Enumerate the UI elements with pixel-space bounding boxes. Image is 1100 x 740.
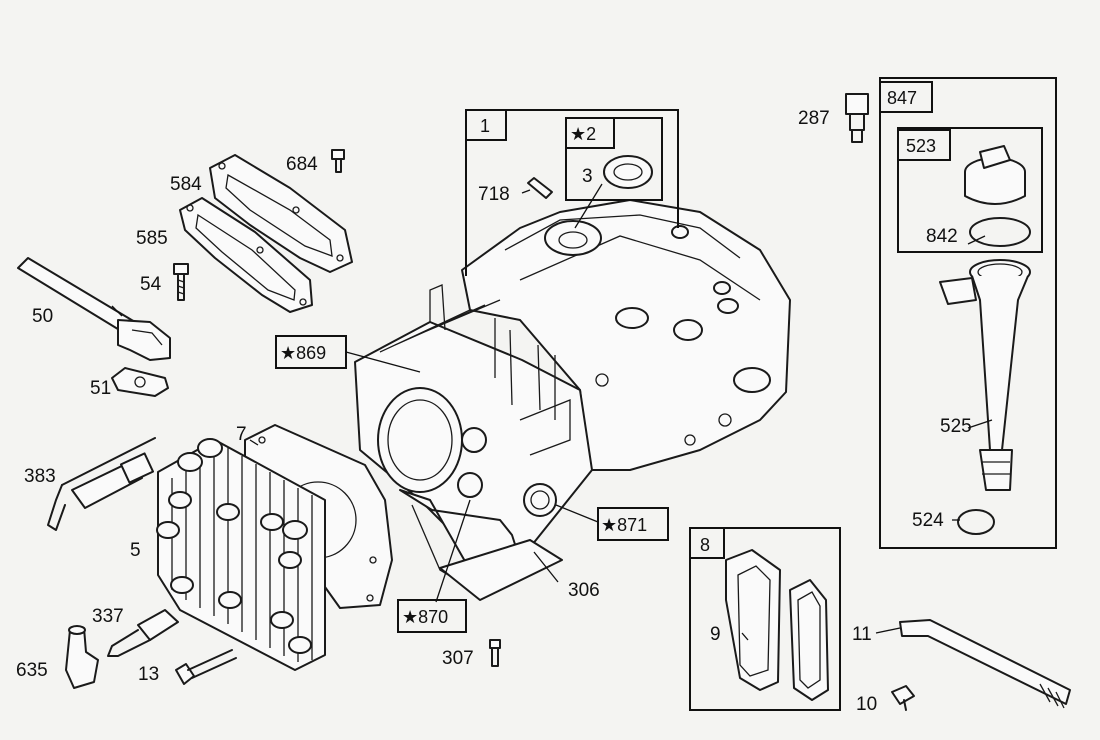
label-part-524: 524 — [912, 510, 944, 531]
label-part-584: 584 — [170, 174, 202, 195]
label-part-870: ★870 — [402, 607, 448, 627]
label-part-3: 3 — [582, 166, 593, 187]
box-8-outline — [689, 527, 841, 711]
label-part-5: 5 — [130, 540, 141, 561]
bolt-10 — [891, 685, 915, 711]
label-part-10: 10 — [856, 694, 877, 715]
breather-383 — [47, 437, 156, 531]
label-part-51: 51 — [90, 378, 111, 399]
cylinder-block — [354, 199, 791, 586]
bolt-307 — [489, 639, 501, 667]
dipstick-tube-50 — [17, 257, 171, 361]
label-part-842: 842 — [926, 226, 958, 247]
gasket-585 — [179, 197, 313, 313]
label-part-523: 523 — [906, 136, 936, 156]
label-part-2: ★2 — [570, 124, 596, 144]
label-part-7: 7 — [236, 424, 247, 445]
gasket-51 — [111, 367, 169, 397]
callout-box-871 — [597, 507, 669, 541]
bolt-54 — [173, 263, 189, 301]
box-847-outline — [879, 77, 1057, 549]
label-part-871: ★871 — [601, 515, 647, 535]
gasket-584 — [209, 154, 353, 273]
o-ring-524 — [957, 509, 995, 535]
callout-box-870 — [397, 599, 467, 633]
label-part-50: 50 — [32, 306, 53, 327]
spark-plug-337 — [107, 609, 179, 657]
label-part-684: 684 — [286, 154, 318, 175]
label-part-287: 287 — [798, 108, 830, 129]
label-part-307: 307 — [442, 648, 474, 669]
box-2-outline — [565, 117, 663, 201]
pin-718 — [527, 177, 553, 199]
label-part-8: 8 — [700, 535, 710, 555]
bolt-684 — [331, 149, 345, 173]
box-1-outline — [465, 109, 679, 276]
label-part-847: 847 — [887, 88, 917, 108]
bolt-13 — [175, 649, 237, 685]
label-part-635: 635 — [16, 660, 48, 681]
label-part-383: 383 — [24, 466, 56, 487]
label-part-337: 337 — [92, 606, 124, 627]
label-part-11: 11 — [852, 624, 872, 645]
label-part-54: 54 — [140, 274, 162, 295]
label-part-306: 306 — [568, 580, 600, 601]
breather-cover-8 — [789, 579, 829, 701]
label-part-585: 585 — [136, 228, 168, 249]
dipstick-cap-523 — [964, 145, 1026, 205]
gasket-9 — [725, 549, 781, 691]
box-523-outline — [897, 127, 1043, 253]
plug-287 — [845, 93, 869, 143]
label-part-13: 13 — [138, 664, 159, 685]
label-part-9: 9 — [710, 624, 721, 645]
dipstick-tube-525 — [939, 259, 1031, 491]
spark-plug-boot-635 — [65, 625, 99, 689]
o-ring-842 — [969, 217, 1031, 247]
cylinder-head-5 — [156, 438, 326, 671]
label-part-525: 525 — [940, 416, 972, 437]
label-part-869: ★869 — [280, 343, 326, 363]
label-part-718: 718 — [478, 184, 510, 205]
leader-lines — [111, 183, 993, 641]
oil-seal-3 — [603, 155, 653, 189]
tube-11 — [899, 619, 1071, 709]
label-part-1: 1 — [480, 116, 490, 136]
cylinder-block-gasket-306 — [439, 539, 563, 601]
